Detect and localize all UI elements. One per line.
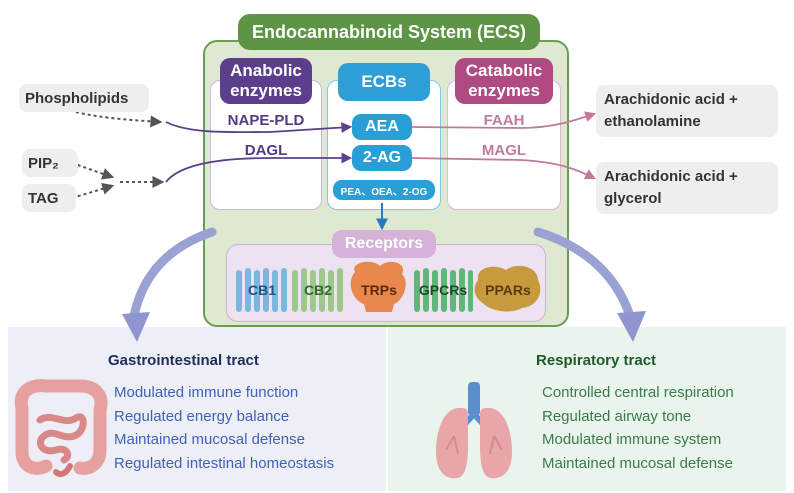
trps-receptor-shape <box>350 261 406 312</box>
gi-effect: Regulated energy balance <box>114 407 290 425</box>
pip2-box: PIP₂ <box>22 149 78 177</box>
gi-title: Gastrointestinal tract <box>108 352 259 369</box>
catabolic-header-line2: enzymes <box>468 81 540 100</box>
resp-title: Respiratory tract <box>536 352 657 369</box>
resp-curve-arrow <box>533 227 635 321</box>
2ag-to-product-arrow <box>409 157 596 179</box>
pip2-arrow <box>71 162 115 180</box>
magl-label: MAGL <box>481 142 527 159</box>
resp-effect: Regulated airway tone <box>542 407 692 425</box>
ecbs-header: ECBs <box>338 63 430 101</box>
gi-effects-list: Modulated immune function Regulated ener… <box>114 381 334 475</box>
gi-curve-arrowhead <box>122 312 150 342</box>
faah-label: FAAH <box>483 112 525 129</box>
aea-to-product-arrow <box>409 111 597 129</box>
product1-line2: ethanolamine <box>604 113 701 130</box>
other-ecbs-pill: PEA、OEA、2-OG <box>333 180 435 200</box>
product2-line2: glycerol <box>604 190 662 207</box>
resp-effect: Maintained mucosal defense <box>542 454 733 472</box>
ppars-label: PPARs <box>485 282 531 298</box>
anabolic-enzymes-header: Anabolic enzymes <box>220 58 312 104</box>
cb2-receptor-shape <box>292 268 343 312</box>
product1-line1: Arachidonic acid + <box>604 91 738 108</box>
gpcrs-label: GPCRs <box>418 282 468 298</box>
ecs-title: Endocannabinoid System (ECS) <box>238 14 540 50</box>
cb1-receptor-shape <box>236 268 287 312</box>
intestine-icon <box>14 379 108 477</box>
trps-label: TRPs <box>361 282 397 298</box>
gpcrs-receptor-shape <box>414 268 473 312</box>
resp-effects-list: Controlled central respiration Regulated… <box>542 381 734 475</box>
2ag-pill: 2-AG <box>352 145 412 171</box>
phospholipids-arrow <box>75 111 163 128</box>
tag-box: TAG <box>22 184 76 212</box>
phospholipids-box: Phospholipids <box>19 84 149 112</box>
product2-line1: Arachidonic acid + <box>604 168 738 185</box>
nape-pld-label: NAPE-PLD <box>227 112 305 129</box>
lungs-icon <box>436 382 512 479</box>
gi-effect: Regulated intestinal homeostasis <box>114 454 335 472</box>
catabolic-header-line1: Catabolic <box>465 61 543 80</box>
to-2ag-arrow <box>165 152 353 183</box>
gi-curve-arrow <box>129 227 217 321</box>
ppars-receptor-shape <box>474 265 541 312</box>
anabolic-header-line1: Anabolic <box>230 61 302 80</box>
resp-effect: Modulated immune system <box>542 431 722 448</box>
tag-arrow <box>71 183 115 199</box>
resp-curve-arrowhead <box>617 311 646 342</box>
gi-effect: Modulated immune function <box>114 384 299 401</box>
receptors-title: Receptors <box>332 230 436 258</box>
cb1-label: CB1 <box>247 282 276 298</box>
catabolic-enzymes-header: Catabolic enzymes <box>455 58 553 104</box>
resp-effect: Controlled central respiration <box>542 384 734 401</box>
anabolic-header-line2: enzymes <box>230 81 302 100</box>
glycerol-product-box: Arachidonic acid + glycerol <box>596 162 778 214</box>
ethanolamine-product-box: Arachidonic acid + ethanolamine <box>596 85 778 137</box>
cb2-label: CB2 <box>303 282 332 298</box>
aea-pill: AEA <box>352 114 412 140</box>
to-aea-arrow <box>165 121 353 134</box>
dagl-label: DAGL <box>244 142 288 159</box>
gi-effect: Maintained mucosal defense <box>114 431 305 448</box>
